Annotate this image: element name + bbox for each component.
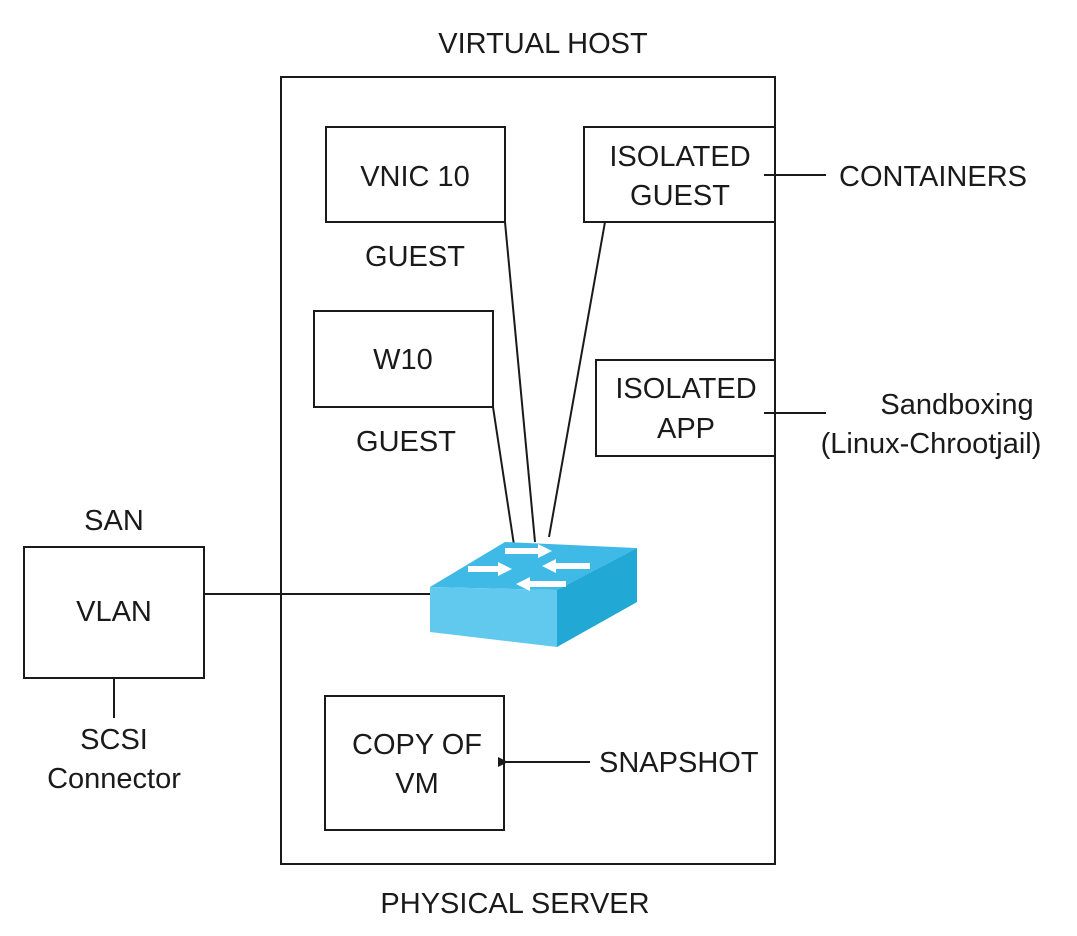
- vnic-to-switch-line: [504, 221, 536, 543]
- switch-arrow-left-upper: [542, 559, 590, 573]
- isolated-guest-label-line1: ISOLATED: [609, 141, 750, 173]
- copy-vm-label-line1: COPY OF: [352, 729, 482, 761]
- switch-arrow-left-lower: [516, 577, 566, 591]
- isolated-guest-label-line2: GUEST: [630, 180, 730, 212]
- virtual-host-title: VIRTUAL HOST: [438, 28, 648, 60]
- w10-guest-box: [313, 310, 494, 408]
- switch-side-face: [557, 548, 637, 647]
- copy-vm-label-line2: VM: [395, 768, 439, 800]
- switch-top-face: [430, 542, 637, 590]
- vnic-guest-label: VNIC 10: [360, 161, 470, 193]
- w10-guest-caption: GUEST: [356, 426, 456, 458]
- isolated-app-label-line2: APP: [657, 413, 715, 445]
- w10-guest-label: W10: [373, 344, 433, 376]
- vlan-label: VLAN: [76, 596, 152, 628]
- containers-label: CONTAINERS: [839, 161, 1027, 193]
- isolated-app-label-line1: ISOLATED: [615, 373, 756, 405]
- vlan-box: [23, 546, 205, 679]
- isolated-guest-box: [583, 126, 776, 223]
- isolated-guest-to-switch-line: [548, 221, 606, 538]
- switch-front-face: [430, 587, 557, 647]
- san-title: SAN: [84, 505, 144, 537]
- switch-arrow-right-lower: [468, 562, 512, 576]
- vnic-guest-box: [325, 126, 506, 223]
- isolated-app-box: [595, 359, 776, 457]
- switch-arrow-right-upper: [505, 544, 552, 558]
- copy-vm-box: [324, 695, 505, 831]
- scsi-label-line1: SCSI: [80, 724, 148, 756]
- vnic-guest-caption: GUEST: [365, 241, 465, 273]
- physical-server-title: PHYSICAL SERVER: [380, 888, 649, 920]
- network-switch-icon: [430, 542, 637, 647]
- snapshot-label: SNAPSHOT: [599, 747, 759, 779]
- sandboxing-label-line2: (Linux-Chrootjail): [821, 428, 1042, 460]
- sandboxing-label-line1: Sandboxing: [880, 389, 1033, 421]
- scsi-label-line2: Connector: [47, 763, 181, 795]
- w10-to-switch-line: [492, 406, 515, 546]
